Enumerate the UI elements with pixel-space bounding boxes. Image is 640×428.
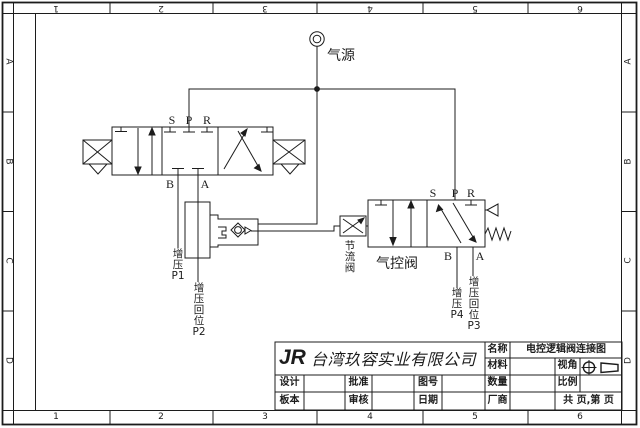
vendor-label: 厂商 <box>487 395 508 406</box>
right-solenoid-icon <box>272 139 306 175</box>
top-ruler-5: 5 <box>472 3 478 13</box>
pilot-valve-port-a: A <box>475 249 485 263</box>
spring-icon <box>484 226 512 242</box>
bottom-ruler-4: 4 <box>367 412 373 422</box>
supply-lines <box>188 86 456 200</box>
right-ruler-b: B <box>623 158 634 165</box>
air-source-label: 气源 <box>327 48 355 64</box>
name-value: 电控逻辑阀连接图 <box>526 344 606 355</box>
approve-label: 批准 <box>348 377 369 388</box>
top-ruler-4: 4 <box>367 3 373 13</box>
bottom-ruler-5: 5 <box>472 412 478 422</box>
solenoid-valve-port-a: A <box>200 177 210 191</box>
boost-p4-label: 增 压 P4 <box>450 287 464 321</box>
solenoid-valve-port-r: R <box>202 113 211 127</box>
pilot-valve-label: 气控阀 <box>376 256 418 272</box>
left-ruler-a: A <box>3 58 14 65</box>
drawing-no-label: 图号 <box>418 377 438 388</box>
version-label: 板本 <box>279 395 300 406</box>
boost-p1-label: 增 压 P1 <box>171 248 185 282</box>
left-ruler-c: C <box>3 257 14 264</box>
company-name: 台湾玖容实业有限公司 <box>311 350 477 369</box>
throttle-valve-symbol <box>339 215 368 237</box>
top-ruler-1: 1 <box>53 3 59 13</box>
review-label: 审核 <box>348 395 369 406</box>
pilot-valve-port-p: P <box>451 186 459 200</box>
right-ruler-a: A <box>623 58 634 65</box>
left-ruler-b: B <box>3 158 14 165</box>
solenoid-valve-body <box>111 126 274 176</box>
bottom-ruler-1: 1 <box>53 412 59 422</box>
view-angle-label: 视角 <box>557 360 578 371</box>
solenoid-valve-port-b: B <box>165 177 174 191</box>
date-label: 日期 <box>418 395 438 406</box>
booster-symbol <box>184 89 340 259</box>
pages-label: 共 页,第 页 <box>563 395 614 406</box>
pilot-triangle-icon <box>485 203 499 217</box>
pilot-valve-body <box>367 199 486 248</box>
left-ruler-d: D <box>3 357 14 364</box>
quantity-label: 数量 <box>487 377 508 388</box>
pilot-valve-port-s: S <box>429 186 437 200</box>
top-ruler-6: 6 <box>577 3 583 13</box>
air-source-symbol <box>309 31 325 89</box>
valve-port-lines <box>177 175 199 282</box>
title-block-grid <box>274 341 623 411</box>
right-ruler-c: C <box>623 257 634 264</box>
solenoid-valve-port-p: P <box>185 113 193 127</box>
boost-return-p3-label: 增 压 回 位 P3 <box>467 276 481 332</box>
solenoid-valve-port-s: S <box>168 113 176 127</box>
boost-return-p2-label: 增 压 回 位 P2 <box>192 282 206 338</box>
right-ruler-d: D <box>623 357 634 364</box>
scale-label: 比例 <box>557 377 578 388</box>
left-solenoid-icon <box>82 139 113 175</box>
throttle-valve-label: 节 流 阀 <box>344 240 356 274</box>
check-valve-icon <box>230 222 252 238</box>
pilot-valve-port-b: B <box>443 249 452 263</box>
top-ruler-2: 2 <box>158 3 164 13</box>
bottom-ruler-3: 3 <box>262 412 268 422</box>
pilot-valve-port-r: R <box>466 186 475 200</box>
bottom-ruler-6: 6 <box>577 412 583 422</box>
projection-angle-icon <box>581 360 619 375</box>
design-label: 设计 <box>279 377 300 388</box>
material-label: 材料 <box>487 360 508 371</box>
bottom-ruler-2: 2 <box>158 412 164 422</box>
company-logo: JR <box>279 346 306 369</box>
top-ruler-3: 3 <box>262 3 268 13</box>
name-label: 名称 <box>487 344 508 355</box>
pilot-valve-port-lines <box>456 247 474 288</box>
